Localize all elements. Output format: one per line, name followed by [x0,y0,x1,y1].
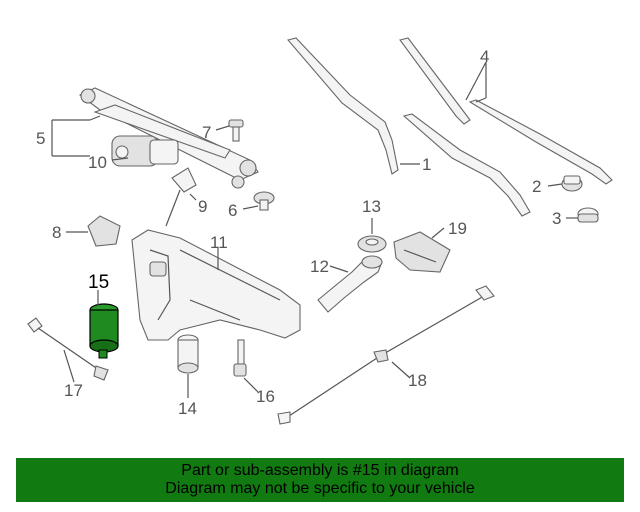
wiper-motor[interactable] [111,135,179,167]
hose-17[interactable] [27,317,109,381]
callout-3[interactable]: 3 [552,209,561,228]
filler-neck-12[interactable] [317,255,383,313]
bolt-7[interactable] [228,119,244,142]
cap-3[interactable] [577,207,599,223]
callout-13[interactable]: 13 [362,197,381,216]
callout-18[interactable]: 18 [408,371,427,390]
leader-lines [51,61,578,398]
wiper-arm-1[interactable] [287,37,531,217]
wiper-blade-4[interactable] [399,37,613,185]
callout-9[interactable]: 9 [198,197,207,216]
nut-6[interactable] [253,191,275,211]
sensor-16[interactable] [233,339,247,377]
callout-19[interactable]: 19 [448,219,467,238]
callout-labels: 1 2 3 4 5 6 7 8 9 10 11 12 13 14 15 16 1… [36,47,561,418]
hose-18[interactable] [277,285,495,425]
banner-line-2: Diagram may not be specific to your vehi… [165,480,475,497]
part-info-banner: Part or sub-assembly is #15 in diagram D… [16,458,624,502]
bracket-19[interactable] [393,231,451,273]
callout-14[interactable]: 14 [178,399,197,418]
cap-2[interactable] [561,175,583,192]
callout-2[interactable]: 2 [532,177,541,196]
callout-1[interactable]: 1 [422,155,431,174]
seal-13[interactable] [357,235,387,253]
callout-17[interactable]: 17 [64,381,83,400]
callout-15[interactable]: 15 [88,272,109,293]
washer-pump-15[interactable] [89,303,119,359]
washer-reservoir[interactable] [131,229,301,341]
callout-6[interactable]: 6 [228,201,237,220]
callout-11[interactable]: 11 [210,233,228,252]
callout-5[interactable]: 5 [36,129,45,148]
bracket-9[interactable] [165,167,197,227]
wiper-linkage[interactable] [78,87,259,189]
banner-line-1: Part or sub-assembly is #15 in diagram [181,462,459,479]
parts-diagram: 1 2 3 4 5 6 7 8 9 10 11 12 13 14 15 16 1… [27,37,613,425]
callout-16[interactable]: 16 [256,387,275,406]
callout-7[interactable]: 7 [202,123,211,142]
washer-pump-14[interactable] [177,334,199,374]
callout-8[interactable]: 8 [52,223,61,242]
pad-8[interactable] [87,215,121,247]
callout-4[interactable]: 4 [480,47,489,66]
callout-10[interactable]: 10 [88,153,107,172]
callout-12[interactable]: 12 [310,257,329,276]
